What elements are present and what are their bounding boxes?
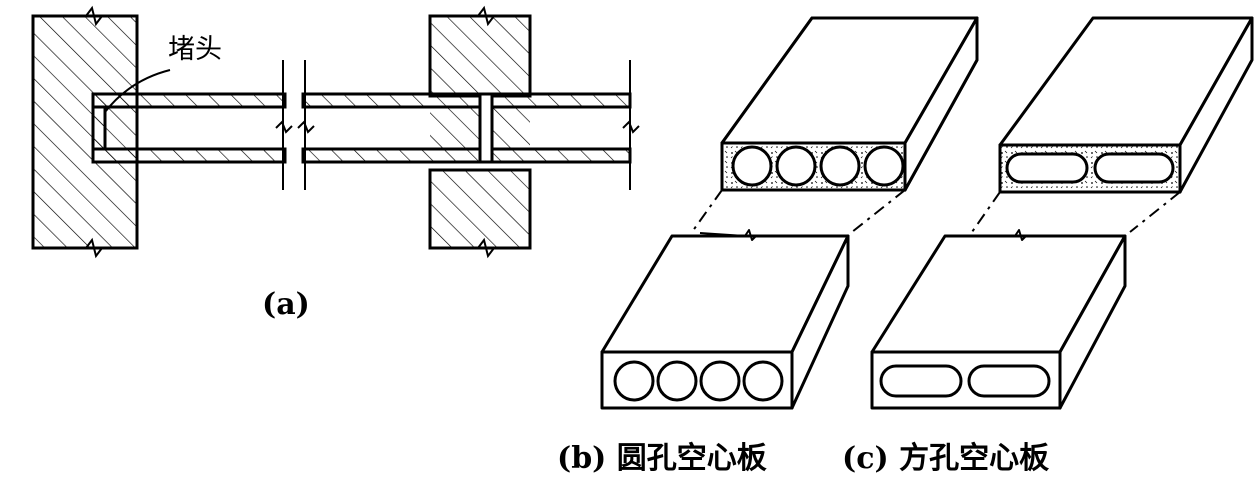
left-wall [31, 14, 139, 250]
plug-annotation: 堵头 [168, 34, 222, 65]
end-plug [91, 105, 107, 151]
panel-b-round-hole-slab [600, 16, 979, 410]
slab-bottom-flange-right [490, 147, 632, 164]
slab-top-flange-mid [301, 92, 482, 109]
slab-bottom-flange-left [91, 147, 287, 164]
panel-a-caption: (a) [262, 287, 310, 322]
right-wall-lower [428, 168, 532, 250]
slab-bottom-flange-mid [301, 147, 482, 164]
joint-fill [478, 92, 494, 164]
slab-top-flange-left [91, 92, 287, 109]
plug-leader-line [104, 69, 171, 113]
panel-b-caption: (b) 圆孔空心板 [557, 441, 767, 476]
slab-top-flange-right [490, 92, 632, 109]
panel-c-square-hole-slab [870, 16, 1254, 410]
panel-a-section [31, 5, 640, 259]
panel-c-caption: (c) 方孔空心板 [842, 441, 1049, 476]
right-wall-upper [428, 14, 532, 98]
